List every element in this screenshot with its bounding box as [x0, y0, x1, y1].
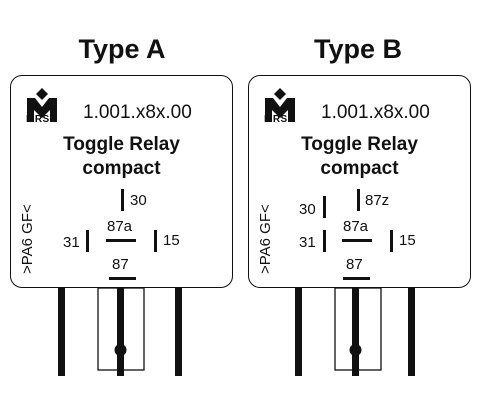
part-number: 1.001.x8x.00: [83, 102, 192, 123]
pin-30-label: 30: [130, 192, 147, 209]
logo-text: MRS: [26, 114, 50, 125]
pin-15-bar: [154, 230, 157, 252]
pin-31-bar: [86, 230, 89, 252]
relay-type-b: MRS 1.001.x8x.00 Toggle Relay compact >P…: [248, 75, 471, 288]
pin-31-label: 31: [63, 234, 80, 251]
pin-15-bar: [390, 230, 393, 252]
pin-87-bar: [109, 277, 136, 280]
type-a-leg-joint: [114, 344, 127, 356]
type-a-leg-center: [117, 288, 124, 376]
pin-87a-bar: [342, 239, 372, 242]
type-b-leg-right: [408, 288, 415, 376]
pin-15-label: 15: [399, 232, 416, 249]
pin-31-label: 31: [299, 234, 316, 251]
type-b-leg-center: [352, 288, 359, 376]
pin-30-bar: [121, 189, 124, 211]
pin-87a-label: 87a: [107, 218, 133, 235]
type-a-title: Type A: [78, 34, 166, 64]
pin-87z-bar: [357, 189, 360, 211]
type-a-leg-left: [58, 288, 65, 376]
type-b-leg-outline: [334, 287, 382, 371]
pin-87-label: 87: [112, 256, 129, 273]
relay-name-line1: Toggle Relay: [301, 134, 418, 155]
material-label: >PA6 GF<: [257, 204, 274, 274]
pin-15-label: 15: [163, 232, 180, 249]
pin-30-label: 30: [299, 201, 316, 218]
relay-name-line1: Toggle Relay: [63, 134, 180, 155]
type-a-leg-outline: [97, 287, 145, 371]
mrs-logo-icon: [27, 88, 57, 122]
logo-text: MRS: [264, 114, 288, 125]
part-number: 1.001.x8x.00: [321, 102, 430, 123]
pin-30-bar: [323, 196, 326, 218]
pin-87-label: 87: [346, 256, 363, 273]
pin-87z-label: 87z: [365, 192, 390, 209]
relay-type-a: MRS 1.001.x8x.00 Toggle Relay compact >P…: [10, 75, 233, 288]
type-a-legs: [58, 287, 182, 376]
pin-87-bar: [343, 277, 370, 280]
relay-name-line2: compact: [82, 158, 161, 179]
relay-name-line2: compact: [320, 158, 399, 179]
mrs-logo-icon: [265, 88, 295, 122]
pin-87a-label: 87a: [343, 218, 369, 235]
pin-87a-bar: [106, 239, 136, 242]
material-label: >PA6 GF<: [19, 204, 36, 274]
type-b-leg-joint: [349, 344, 362, 356]
type-b-legs: [295, 287, 415, 376]
type-b-title: Type B: [313, 34, 402, 64]
pin-31-bar: [323, 230, 326, 252]
type-a-leg-right: [175, 288, 182, 376]
type-b-leg-left: [295, 288, 302, 376]
